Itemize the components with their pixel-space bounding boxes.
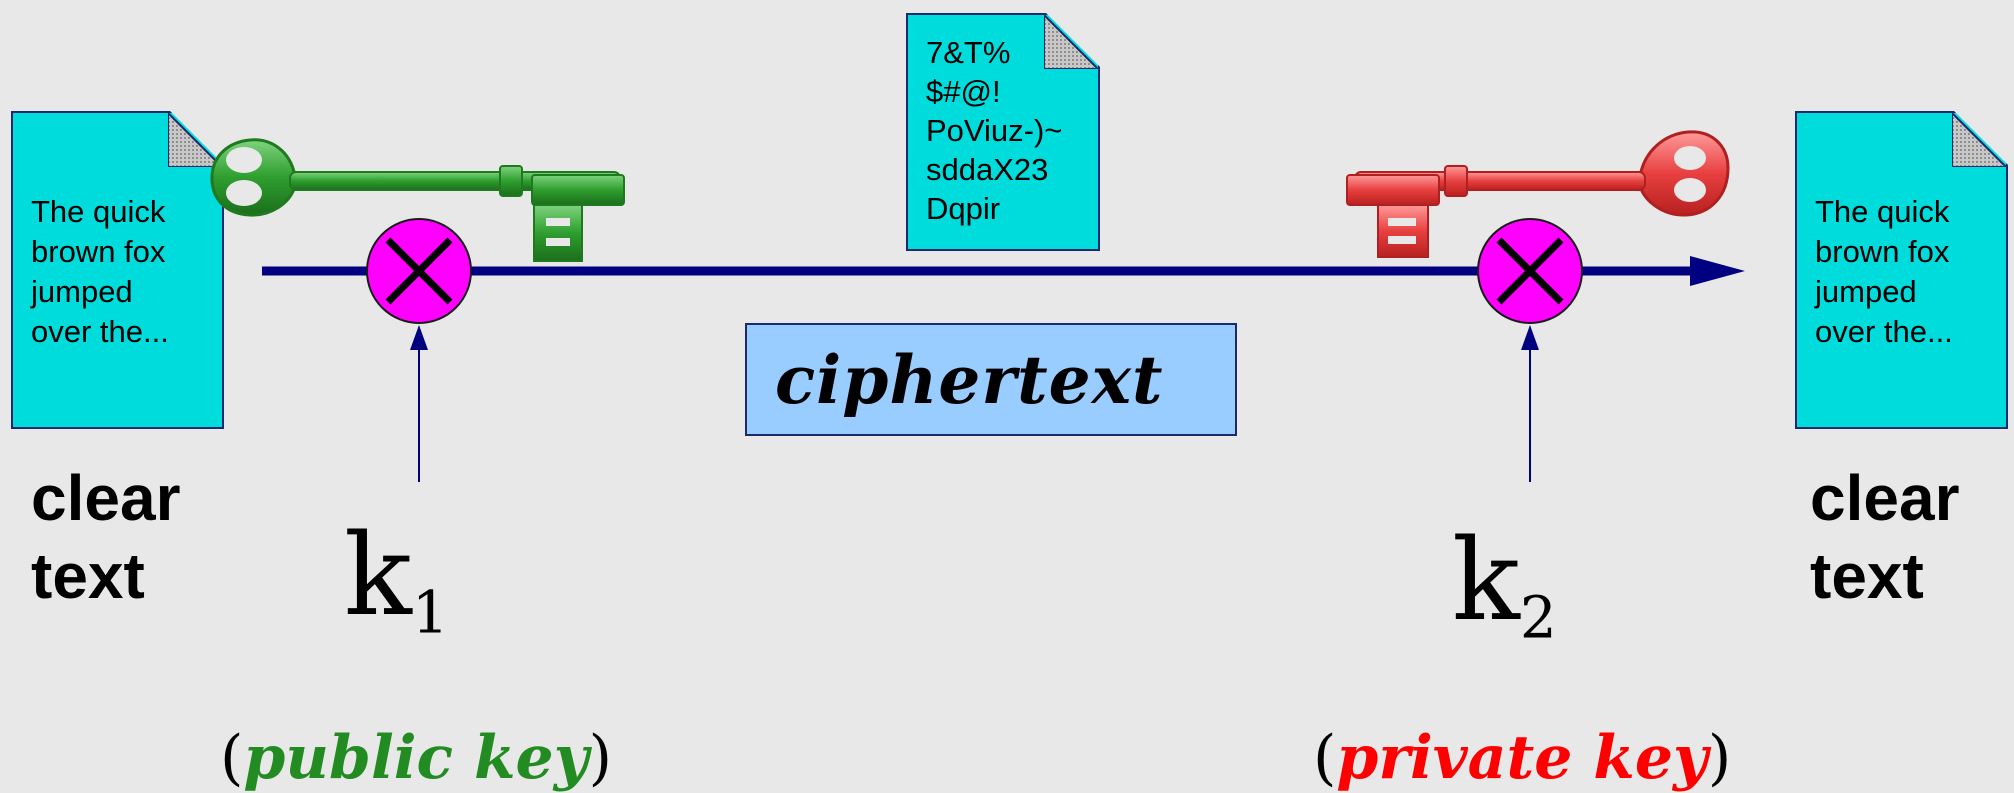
public-key-icon [210, 138, 625, 262]
label-line: text [1810, 540, 1924, 612]
doc-line: over the... [1815, 314, 1953, 349]
private-key-icon [1346, 130, 1730, 258]
paren-open: ( [220, 723, 244, 793]
doc-line: over the... [31, 314, 169, 349]
plaintext-document-left: The quick brown fox jumped over the... [11, 111, 224, 429]
private-key-text: private key [1336, 723, 1708, 793]
doc-line: brown fox [31, 234, 166, 269]
label-line: clear [1810, 462, 1960, 534]
page-fold-icon [1044, 15, 1098, 69]
ciphertext-label: ciphertext [775, 341, 1164, 419]
xor-operator-icon-right [1477, 218, 1583, 324]
plaintext-document-right: The quick brown fox jumped over the... [1795, 111, 2008, 429]
label-line: clear [31, 462, 181, 534]
doc-line: PoViuz-)~ [926, 113, 1063, 148]
doc-line: brown fox [1815, 234, 1950, 269]
label-line: text [31, 540, 145, 612]
xor-operator-icon-left [366, 218, 472, 324]
doc-line: jumped [31, 274, 133, 309]
doc-line: jumped [1815, 274, 1917, 309]
arrowhead-icon [410, 325, 428, 350]
clear-text-label-left: clear text [31, 459, 180, 615]
doc-line: $#@! [926, 74, 1001, 109]
doc-line: sddaX23 [926, 152, 1049, 187]
private-key-caption: (private key) [1313, 728, 1731, 788]
doc-line: The quick [31, 194, 166, 229]
k1-subscript: 1 [411, 578, 449, 647]
arrowhead-icon [1690, 256, 1745, 286]
k2-subscript: 2 [1519, 583, 1557, 652]
doc-line: 7&T% [926, 35, 1011, 70]
k1-base: k [344, 511, 412, 641]
ciphertext-label-box: ciphertext [745, 323, 1237, 436]
arrowhead-icon [1521, 325, 1539, 350]
key-k2-label: k2 [1452, 525, 1557, 647]
paren-close: ) [588, 723, 612, 793]
public-key-caption: (public key) [220, 728, 612, 788]
doc-line: Dqpir [926, 191, 1001, 226]
clear-text-label-right: clear text [1810, 459, 1959, 615]
k2-base: k [1452, 516, 1520, 646]
ciphertext-document: 7&T% $#@! PoViuz-)~ sddaX23 Dqpir [906, 13, 1100, 251]
page-fold-icon [168, 113, 222, 167]
key-k1-label: k1 [344, 520, 449, 642]
paren-open: ( [1313, 723, 1337, 793]
public-key-text: public key [243, 723, 589, 793]
paren-close: ) [1707, 723, 1732, 793]
doc-line: The quick [1815, 194, 1950, 229]
page-fold-icon [1952, 113, 2006, 167]
